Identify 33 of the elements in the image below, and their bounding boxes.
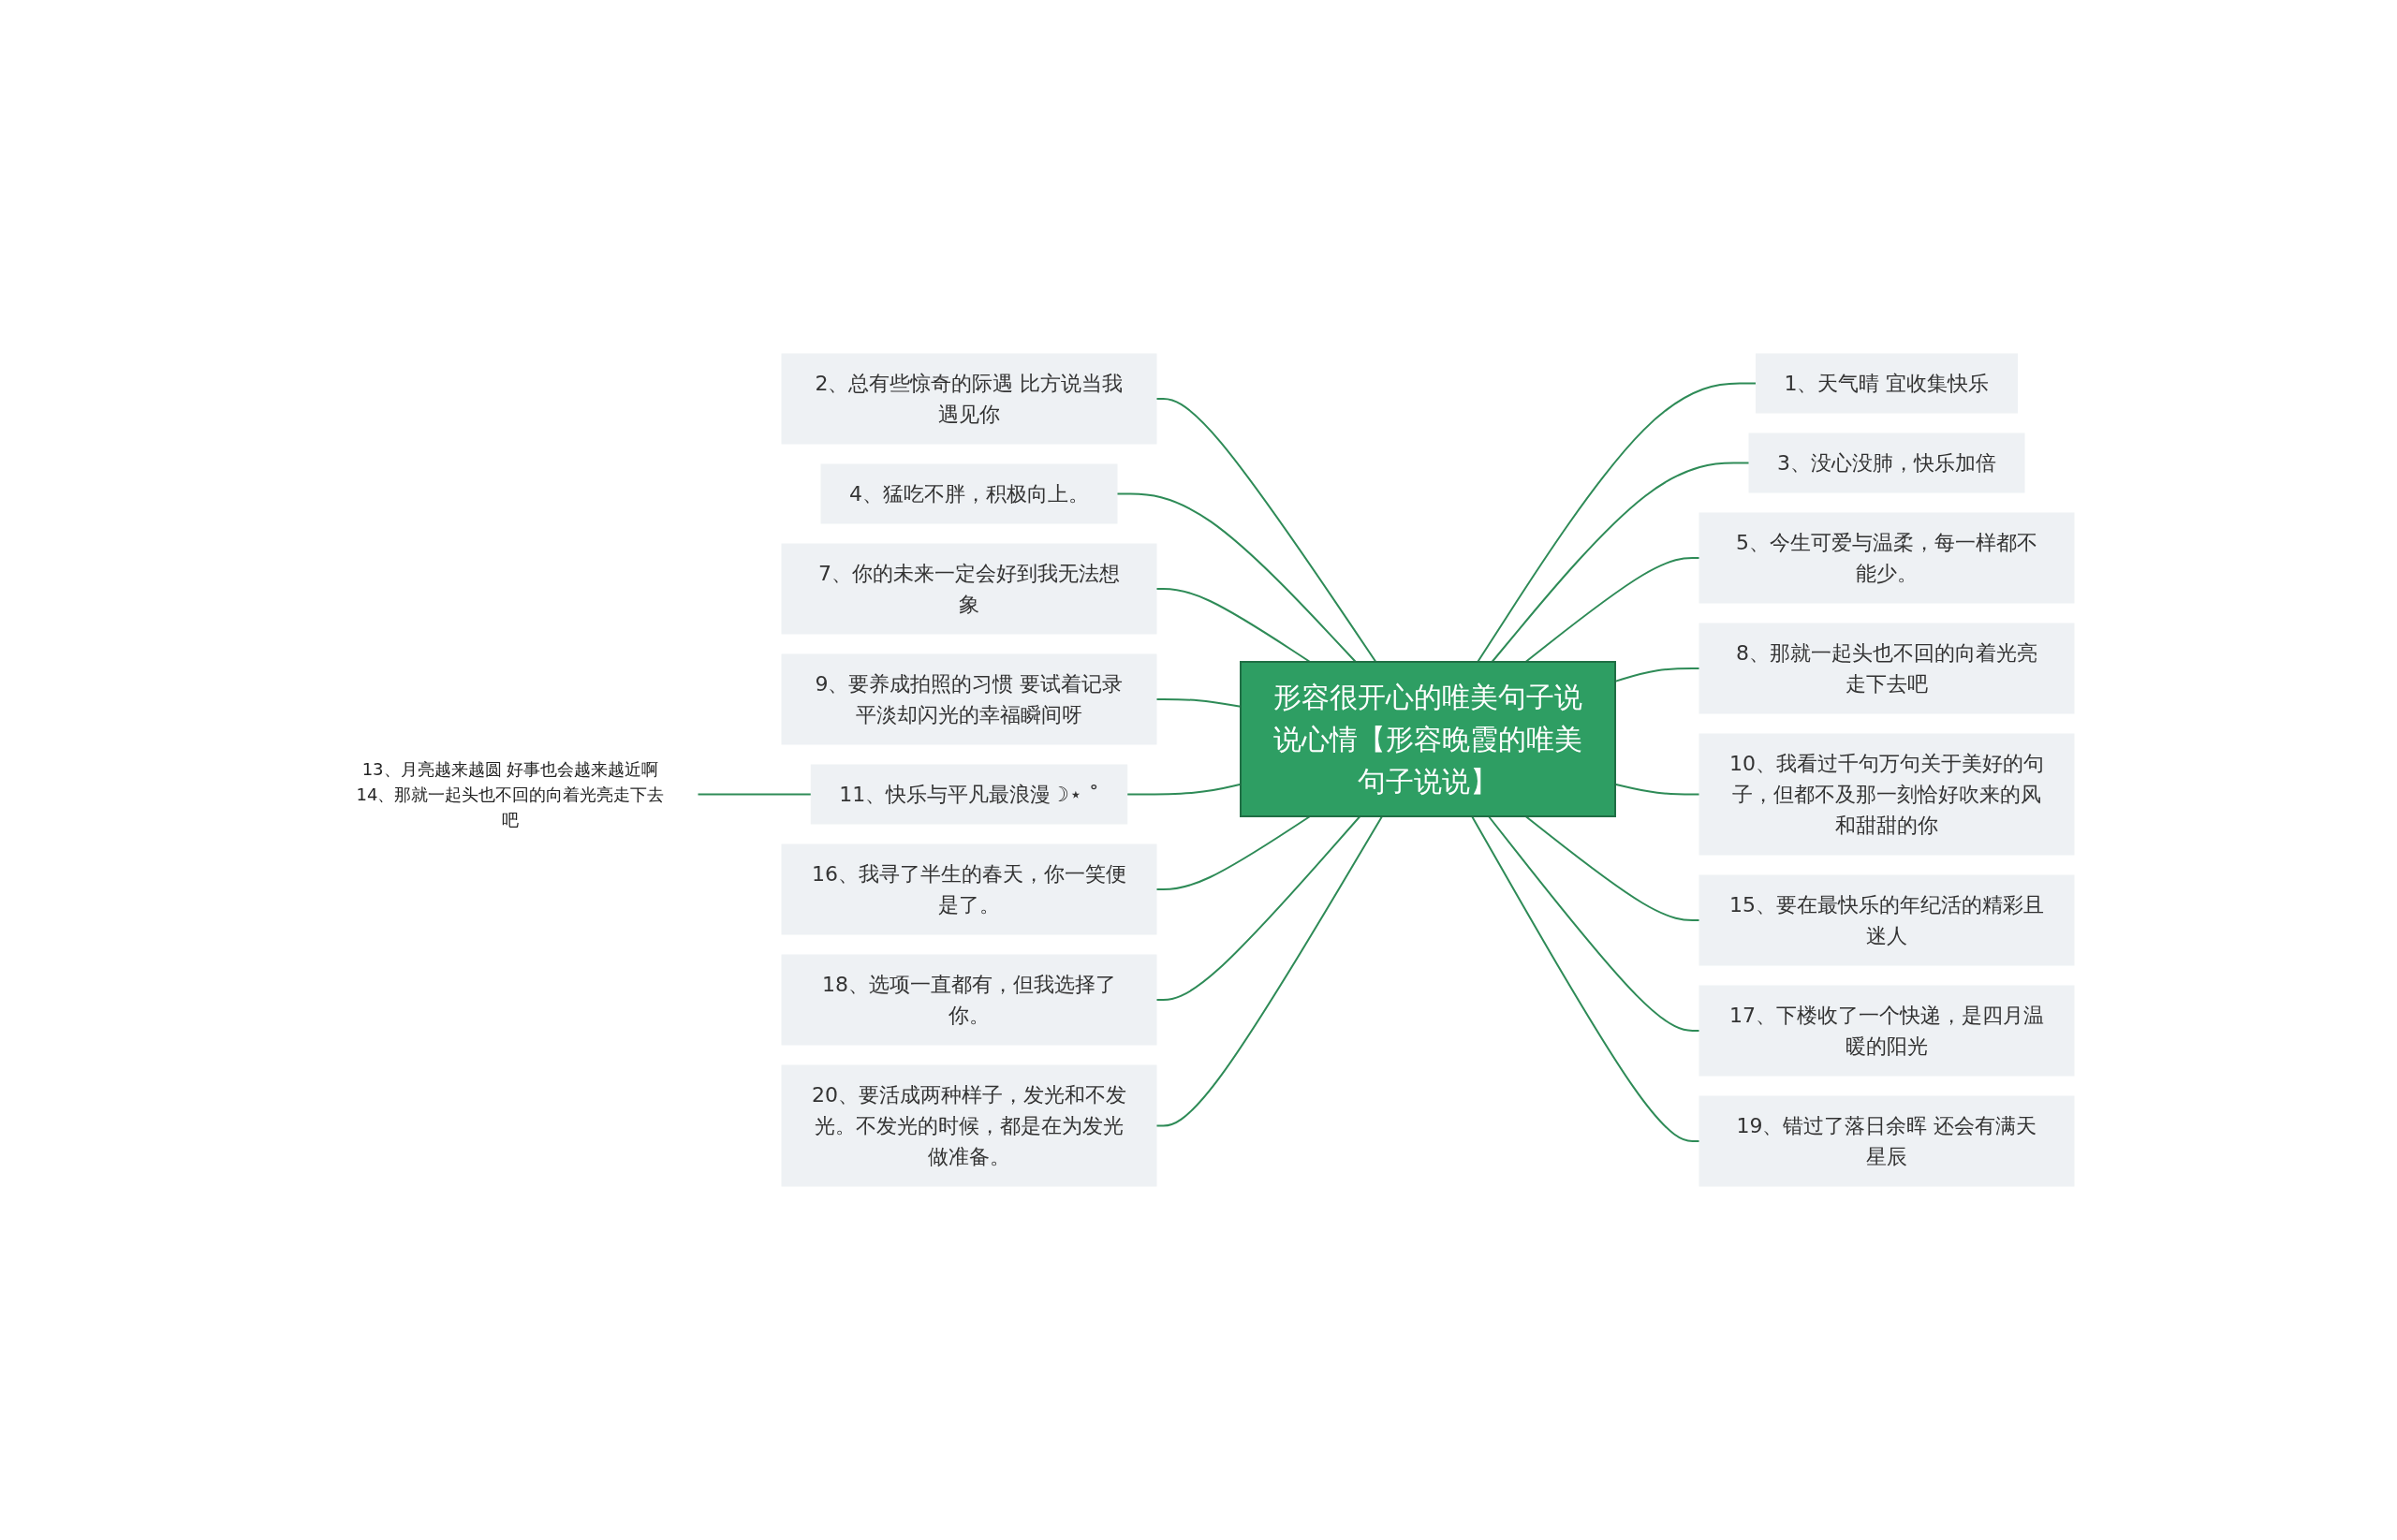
node-box: 5、今生可爱与温柔，每一样都不能少。	[1698, 512, 2075, 604]
connector	[1524, 815, 1700, 921]
connector	[1471, 815, 1700, 1142]
node-box: 15、要在最快乐的年纪活的精彩且迷人	[1698, 874, 2075, 966]
connector	[1125, 783, 1242, 796]
connector	[1155, 698, 1242, 708]
connector	[1155, 815, 1384, 1127]
connector	[1155, 588, 1312, 663]
node-box: 7、你的未来一定会好到我无法想象	[781, 543, 1157, 635]
node-box: 11、快乐与平凡最浪漫☽⋆ ˚	[810, 764, 1128, 825]
connector	[1487, 815, 1700, 1032]
connector	[1116, 492, 1357, 663]
node-box: 20、要活成两种样子，发光和不发光。不发光的时候，都是在为发光做准备。	[781, 1064, 1157, 1187]
node-text: 13、月亮越来越圆 好事也会越来越近啊14、那就一起头也不回的向着光亮走下去吧	[356, 759, 665, 829]
node-box: 2、总有些惊奇的际遇 比方说当我遇见你	[781, 353, 1157, 445]
node-box: 9、要养成拍照的习惯 要试着记录平淡却闪光的幸福瞬间呀	[781, 653, 1157, 745]
connector	[1155, 815, 1312, 890]
node-box: 形容很开心的唯美句子说说心情【形容晚霞的唯美句子说说】	[1240, 661, 1616, 817]
connector	[1155, 398, 1377, 663]
connector	[1477, 382, 1757, 663]
node-box: 19、错过了落日余晖 还会有满天星辰	[1698, 1095, 2075, 1187]
node-box: 4、猛吃不胖，积极向上。	[820, 463, 1118, 524]
connector	[1524, 557, 1700, 663]
node-box: 18、选项一直都有，但我选择了你。	[781, 954, 1157, 1046]
node-box: 8、那就一起头也不回的向着光亮走下去吧	[1698, 623, 2075, 714]
node-box: 3、没心没肺，快乐加倍	[1748, 433, 2025, 493]
node-box: 16、我寻了半生的春天，你一笑便是了。	[781, 843, 1157, 935]
node-box: 17、下楼收了一个快递，是四月温暖的阳光	[1698, 985, 2075, 1077]
node-box: 1、天气晴 宜收集快乐	[1756, 353, 2018, 414]
connector	[1155, 815, 1361, 1001]
connector	[1491, 462, 1750, 663]
connector	[697, 793, 813, 796]
node-box: 10、我看过千句万句关于美好的句子，但都不及那一刻恰好吹来的风和甜甜的你	[1698, 733, 2075, 856]
